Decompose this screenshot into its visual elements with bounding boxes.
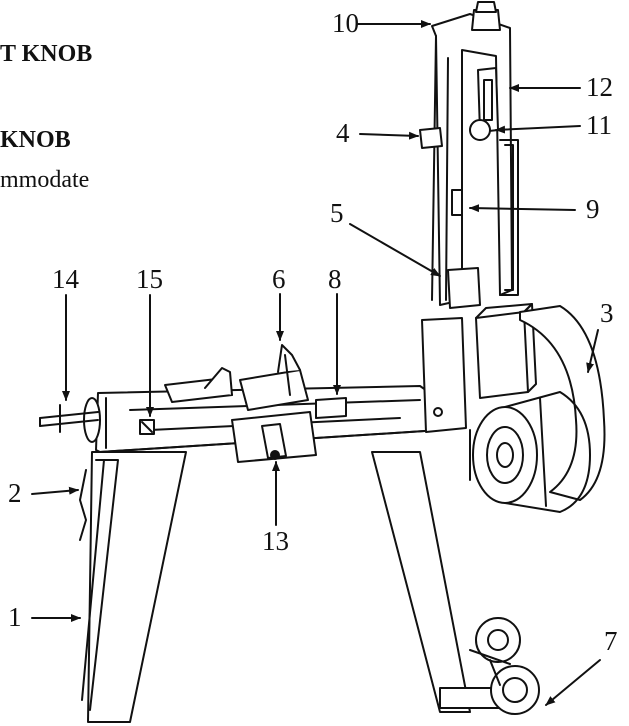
tension-knob: [471, 1, 501, 31]
callout-4: 4: [336, 118, 350, 148]
vise-block: [231, 411, 317, 463]
callout-14: 14: [52, 264, 79, 294]
vise-handwheel: [39, 397, 101, 443]
vise-jaws: [164, 344, 309, 411]
callout-11: 11: [586, 110, 612, 140]
text-fragment-knob-1: T KNOB: [0, 41, 93, 67]
callout-6: 6: [272, 264, 286, 294]
motor: [469, 391, 591, 513]
wheels: [469, 617, 540, 715]
saw-frame: [431, 13, 519, 309]
stand-right-leg: [371, 451, 471, 713]
belt-cover: [519, 305, 606, 501]
text-fragment-knob-2: KNOB: [0, 127, 71, 153]
callout-12: 12: [586, 72, 613, 102]
head-pivot-plate: [421, 317, 467, 433]
blade-tension-handle: [419, 127, 443, 149]
callout-10: 10: [332, 8, 359, 38]
gearbox: [475, 303, 537, 399]
callout-5: 5: [330, 198, 344, 228]
text-fragment-accommodate: mmodate: [0, 167, 90, 193]
stand-left-leg: [79, 451, 187, 723]
callout-8: 8: [328, 264, 342, 294]
callout-7: 7: [604, 626, 618, 656]
callout-2: 2: [8, 478, 22, 508]
work-stop: [315, 397, 347, 419]
callout-1: 1: [8, 602, 22, 632]
callout-15: 15: [136, 264, 163, 294]
callout-13: 13: [262, 526, 289, 556]
callout-leaders: [31, 20, 601, 706]
callout-3: 3: [600, 298, 614, 328]
callout-9: 9: [586, 194, 600, 224]
